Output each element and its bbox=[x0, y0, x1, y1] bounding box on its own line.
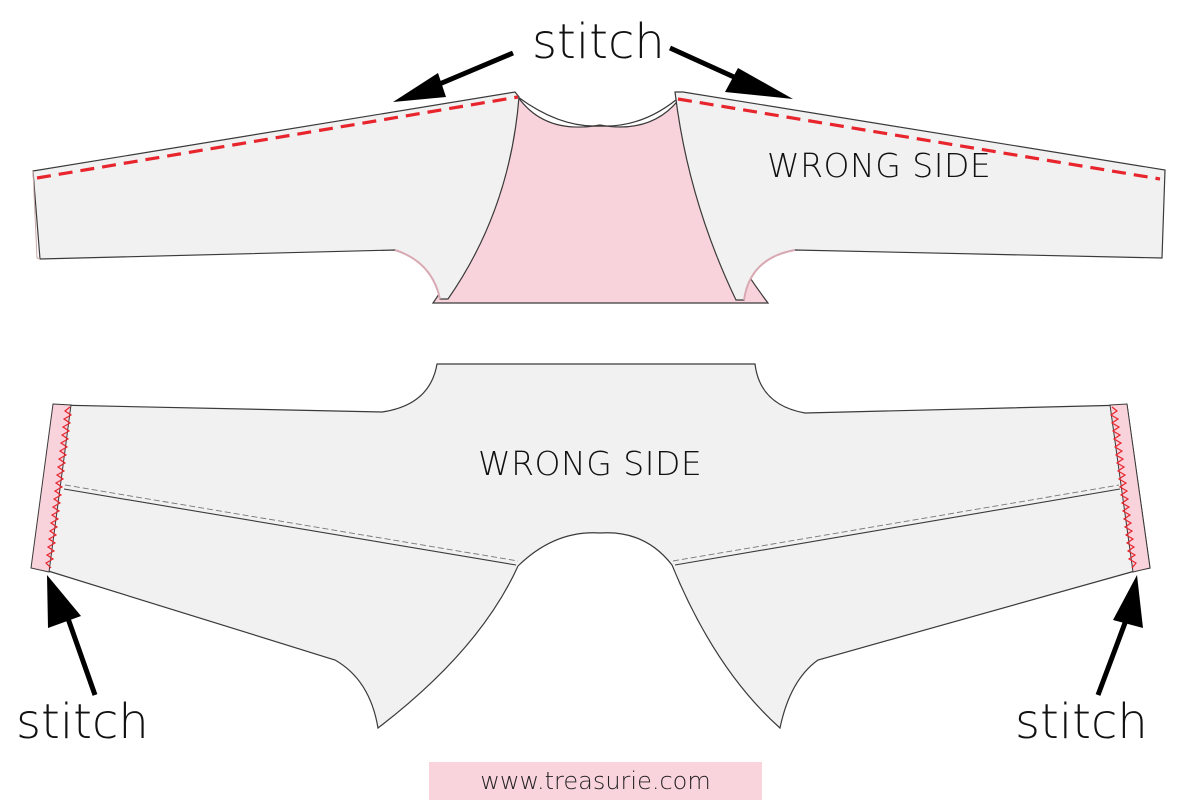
arrow-icon bbox=[393, 50, 514, 102]
right-underarm-seam bbox=[674, 488, 1121, 566]
top-right-sleeve bbox=[674, 91, 1166, 301]
bottom-garment-piece bbox=[30, 363, 1151, 730]
bottom-body bbox=[33, 363, 1151, 730]
right-underarm-stitch bbox=[672, 484, 1120, 562]
top-garment-piece bbox=[32, 45, 1166, 304]
left-underarm-seam bbox=[63, 488, 517, 566]
top-left-sleeve bbox=[32, 91, 520, 300]
bottom-right-stitch-label: stitch bbox=[1015, 694, 1148, 750]
arrow-icon bbox=[668, 45, 793, 99]
right-cuff-band bbox=[1109, 403, 1151, 573]
watermark-banner: www.treasurie.com bbox=[429, 762, 762, 800]
bottom-wrong-side-label: WRONG SIDE bbox=[478, 444, 703, 483]
left-shoulder-stitch-line bbox=[36, 95, 519, 180]
right-shoulder-stitch-line bbox=[677, 97, 1161, 181]
arrow-icon bbox=[47, 575, 98, 696]
left-cuff-band bbox=[30, 403, 72, 573]
bottom-left-stitch-label: stitch bbox=[16, 694, 149, 750]
top-stitch-label: stitch bbox=[532, 14, 665, 70]
top-wrong-side-label: WRONG SIDE bbox=[767, 146, 992, 185]
left-zigzag-stitch bbox=[45, 406, 73, 569]
left-underarm-stitch bbox=[64, 484, 519, 562]
right-zigzag-stitch bbox=[1109, 406, 1137, 569]
watermark-text: www.treasurie.com bbox=[480, 767, 711, 795]
arrow-icon bbox=[1095, 575, 1143, 696]
